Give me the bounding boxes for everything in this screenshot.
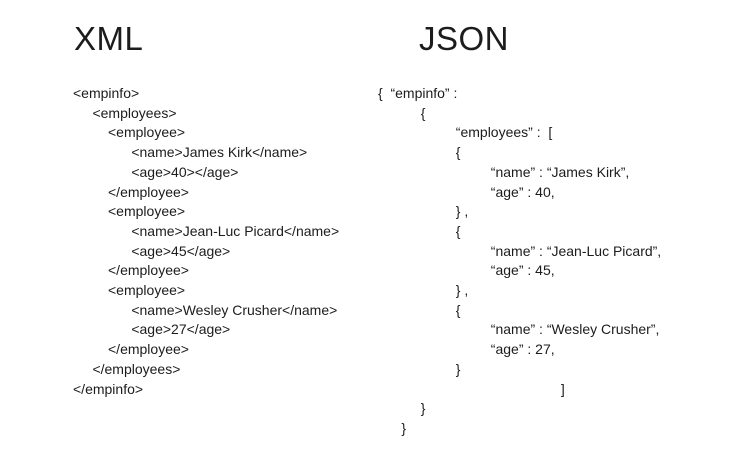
json-code-line: “age” : 40, [378, 183, 555, 200]
json-code-line: { [378, 144, 461, 161]
json-code-line: } , [378, 282, 469, 299]
json-heading: JSON [419, 20, 510, 57]
json-code-line: { “empinfo” : [378, 85, 458, 101]
json-code-line: { [378, 222, 461, 239]
xml-code-line: <empinfo> [73, 85, 140, 101]
xml-code-line: </empinfo> [73, 380, 144, 397]
xml-code-line: </employee> [73, 183, 189, 200]
xml-code-line: <name>Wesley Crusher</name> [73, 301, 338, 318]
json-code-line: “age” : 45, [378, 262, 555, 279]
xml-code-line: </employees> [73, 360, 181, 377]
json-code-line: } [378, 419, 407, 436]
json-code-line: “name” : “Wesley Crusher”, [378, 321, 660, 338]
json-code-line: “name” : “Jean-Luc Picard”, [378, 242, 662, 259]
xml-code-line: <employee> [73, 282, 186, 299]
json-code-line: } , [378, 203, 469, 220]
json-code-line: “name” : “James Kirk”, [378, 163, 630, 180]
xml-code-line: <name>James Kirk</name> [73, 144, 308, 161]
json-code-line: } [378, 360, 461, 377]
json-code-line: } [378, 400, 426, 417]
xml-code-line: <age>45</age> [73, 242, 231, 259]
xml-code-block: <empinfo> <employees> <employee> <name>J… [73, 84, 339, 399]
xml-code-line: <age>27</age> [73, 321, 231, 338]
json-code-line: ] [378, 380, 565, 397]
xml-code-line: <employees> [73, 104, 177, 121]
xml-code-line: <name>Jean-Luc Picard</name> [73, 222, 340, 239]
xml-code-line: <employee> [73, 124, 186, 141]
json-code-line: “employees” : [ [378, 124, 553, 141]
json-code-line: { [378, 104, 426, 121]
xml-heading: XML [74, 20, 144, 57]
xml-code-line: </employee> [73, 262, 189, 279]
json-code-block: { “empinfo” : { “employees” : [ { “name”… [378, 84, 661, 439]
json-code-line: { [378, 301, 461, 318]
xml-code-line: <age>40></age> [73, 163, 239, 180]
json-code-line: “age” : 27, [378, 341, 555, 358]
xml-code-line: </employee> [73, 341, 189, 358]
xml-code-line: <employee> [73, 203, 186, 220]
